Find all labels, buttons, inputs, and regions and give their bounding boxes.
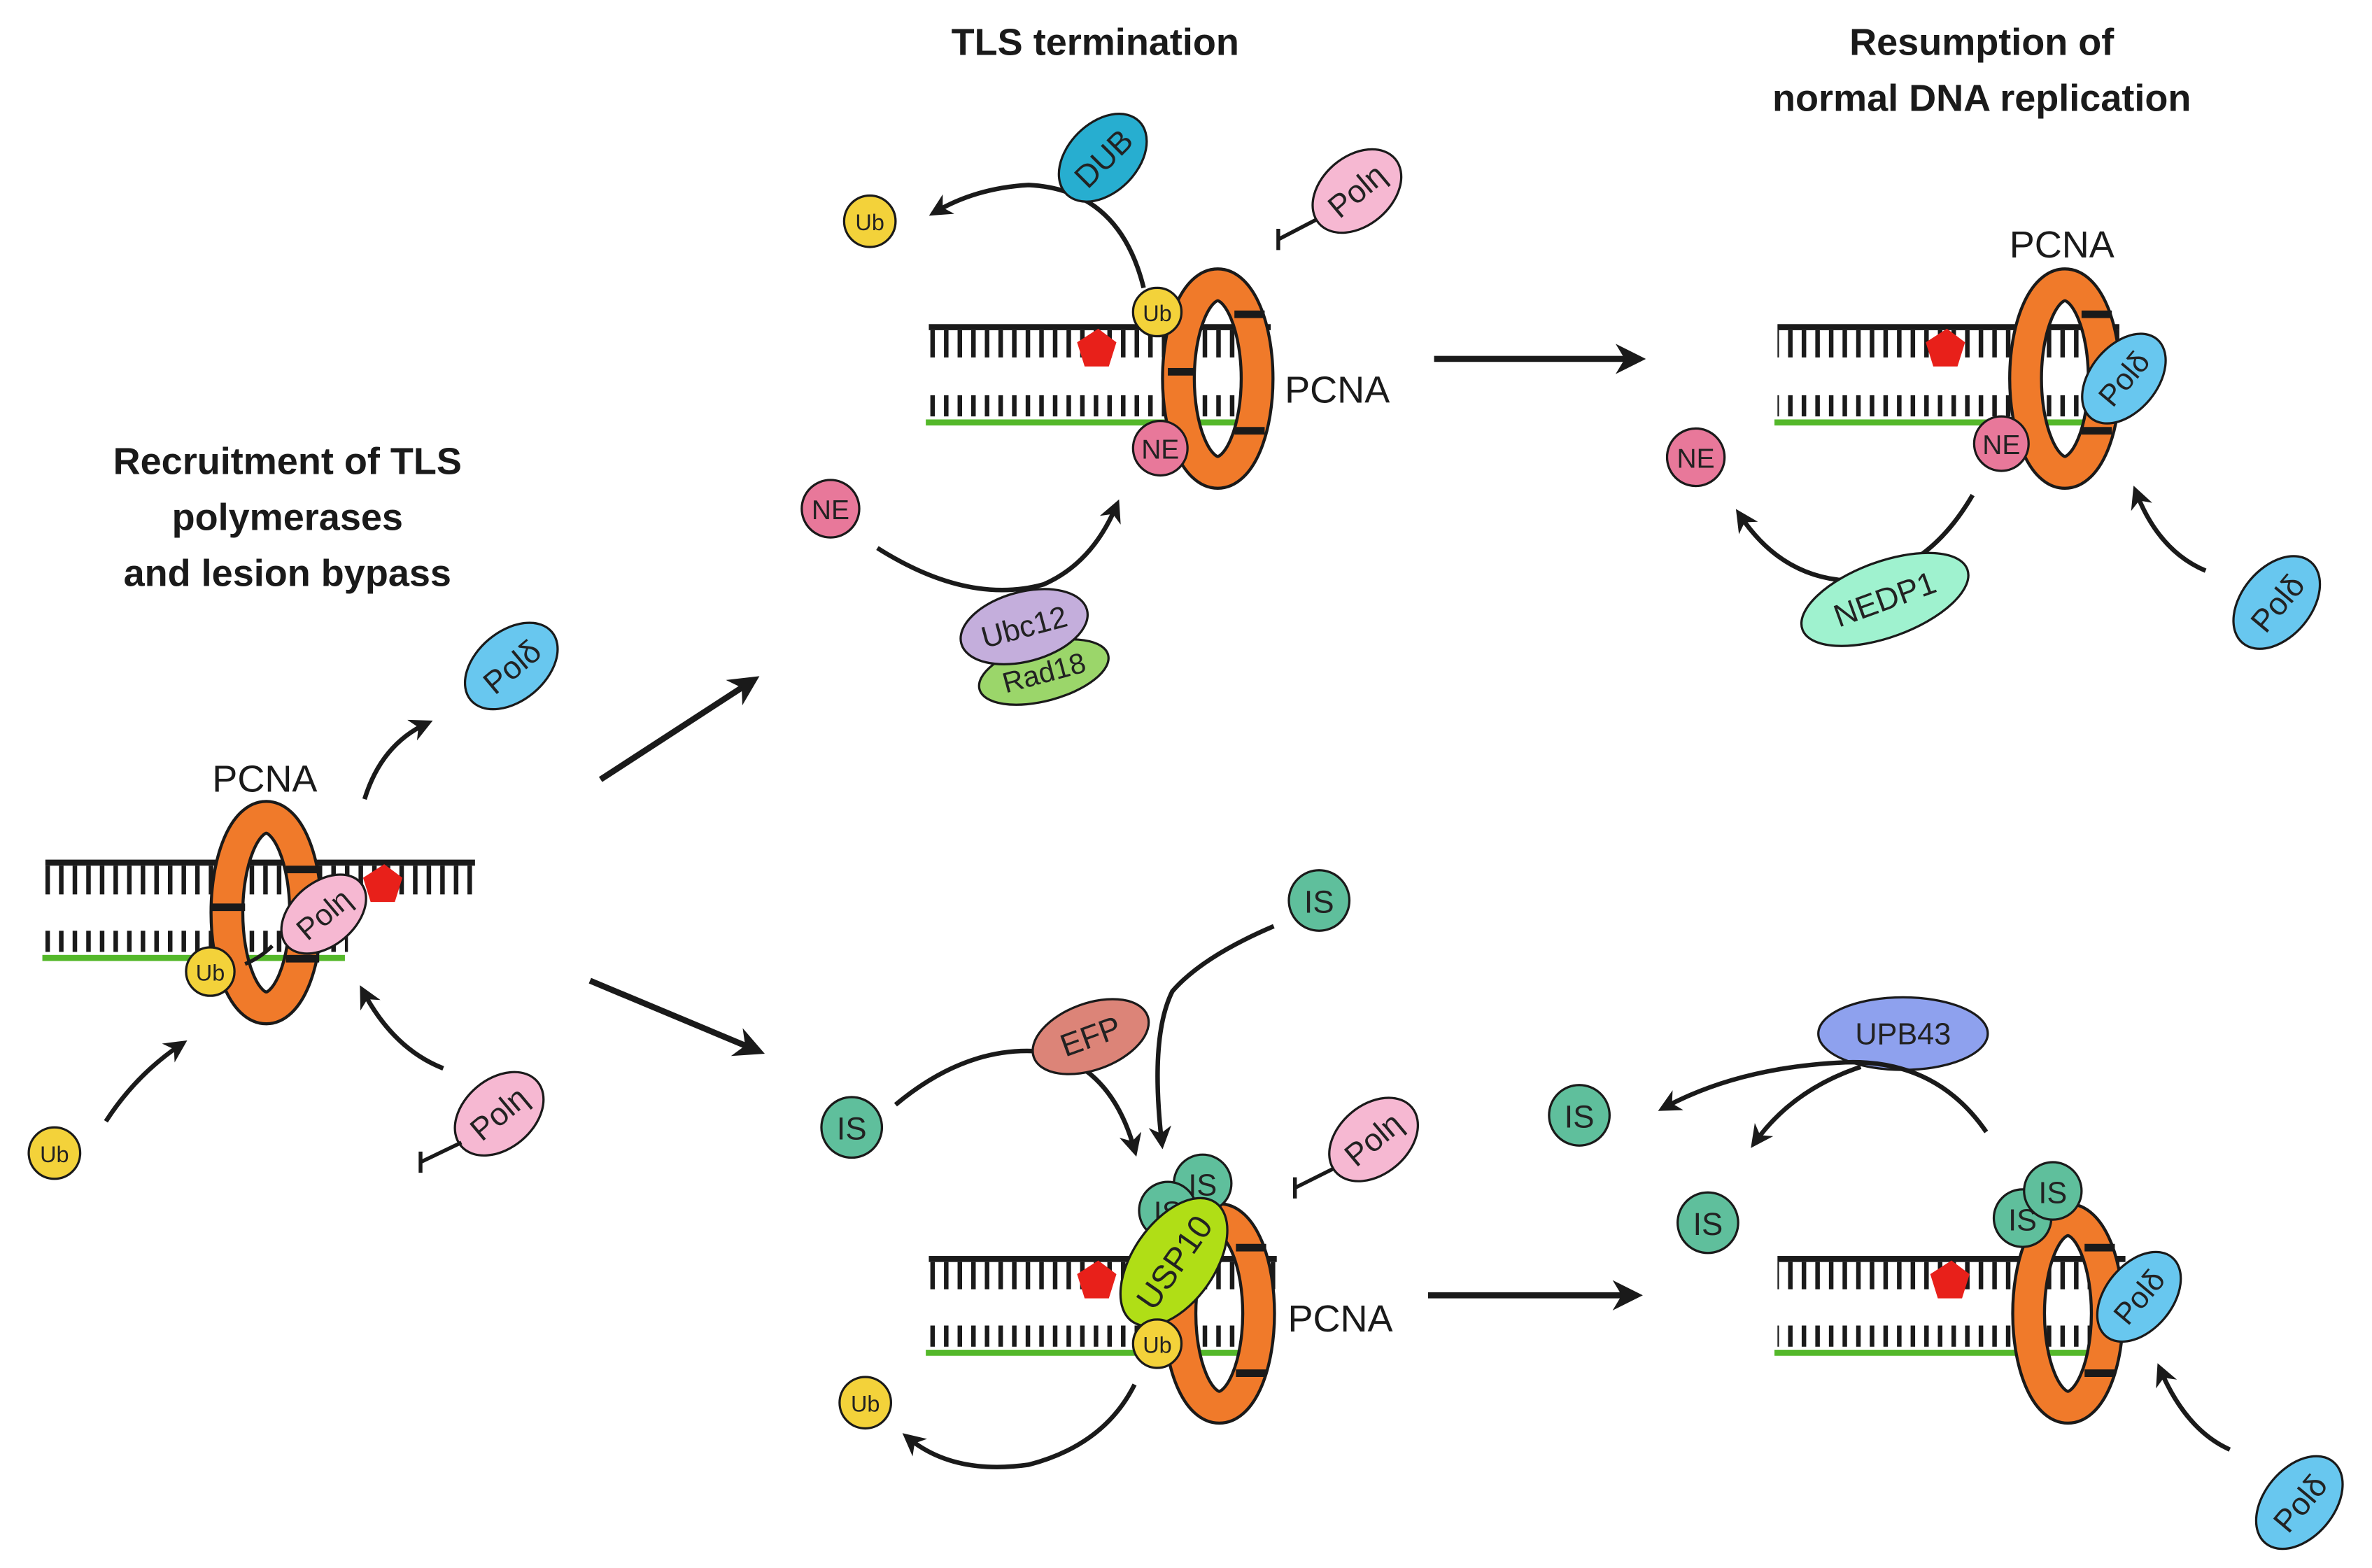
- pol-eta-incoming-tether: [418, 1140, 463, 1173]
- svg-text:Ub: Ub: [1143, 1332, 1171, 1357]
- dna-lesion: [1930, 1260, 1970, 1299]
- pol-eta-released-tether: [1276, 218, 1318, 250]
- pol-delta-incoming: Polδ: [2254, 1455, 2344, 1551]
- arrow-ub-release: [902, 1383, 1137, 1469]
- heading-resumption-line-1: Resumption of: [1849, 21, 2115, 63]
- arrow-pol-delta-recruitment: [2156, 1363, 2231, 1452]
- heading-tls-termination: TLS termination: [952, 21, 1239, 63]
- ubc12-enzyme: Ubc12: [959, 588, 1089, 665]
- heading-recruitment-line-2: polymerases: [172, 496, 403, 538]
- is-released: IS: [1548, 1084, 1611, 1147]
- panel-resumption-denedylation: PCNA Polδ NE NE NEDP1: [1665, 224, 2322, 650]
- pol-delta-released: Polδ: [463, 621, 559, 711]
- arrow-pol-delta-release: [362, 719, 433, 800]
- ub-free: Ub: [27, 1126, 82, 1180]
- is-released: IS: [1676, 1191, 1739, 1255]
- svg-text:NE: NE: [1141, 435, 1179, 465]
- svg-text:IS: IS: [837, 1111, 867, 1147]
- ub-on-pcna: Ub: [1131, 286, 1183, 338]
- svg-text:NE: NE: [1677, 444, 1715, 474]
- pol-delta-incoming: Polδ: [2232, 555, 2322, 650]
- ub-released: Ub: [838, 1376, 893, 1430]
- pcna-label: PCNA: [212, 758, 317, 800]
- pol-eta-tether: [244, 944, 274, 966]
- dna-duplex: [42, 859, 475, 961]
- svg-text:Ub: Ub: [196, 961, 225, 986]
- svg-text:IS: IS: [1693, 1206, 1723, 1242]
- panel-recruitment: PCNA Polη Ub Polδ Ub Polη: [27, 621, 559, 1180]
- dna-lesion: [1077, 1260, 1117, 1299]
- heading-recruitment-line-3: and lesion bypass: [124, 552, 451, 594]
- pol-eta-released-tether: [1292, 1166, 1336, 1199]
- svg-text:IS: IS: [1565, 1099, 1595, 1134]
- dna-lesion: [1077, 328, 1117, 367]
- ne-free: NE: [800, 479, 861, 539]
- pol-eta-released: Polη: [1311, 148, 1403, 234]
- dna-lesion: [1926, 328, 1965, 367]
- pol-delta-bound: Polδ: [2081, 332, 2167, 425]
- heading-recruitment-line-1: Recruitment of TLS: [113, 440, 462, 482]
- svg-text:UPB43: UPB43: [1855, 1017, 1951, 1051]
- ne-released: NE: [1665, 427, 1726, 488]
- arrow-to-neddylation-branch: [598, 676, 760, 782]
- ub-released: Ub: [842, 194, 897, 248]
- pol-eta-incoming: Polη: [453, 1071, 545, 1157]
- is-free: IS: [1287, 869, 1351, 932]
- dna-lesion: [362, 864, 403, 903]
- arrow-deisgylation-outer: [1658, 1059, 1989, 1133]
- heading-resumption-line-2: normal DNA replication: [1772, 77, 2191, 119]
- template-strand: [926, 419, 1247, 426]
- arrow-is-to-pcna-right: [1148, 924, 1275, 1150]
- svg-text:IS: IS: [1304, 884, 1334, 919]
- svg-text:Ub: Ub: [40, 1142, 69, 1167]
- ub-on-pcna: Ub: [185, 946, 236, 997]
- panel-termination-neddylation: PCNA Ub NE DUB Ub Polη NE Rad: [800, 113, 1403, 706]
- svg-text:NE: NE: [1982, 430, 2020, 460]
- ne-on-pcna: NE: [1972, 415, 2030, 472]
- arrow-ub-conjugation: [104, 1040, 188, 1123]
- template-strand: [1774, 1350, 2096, 1356]
- panel-resumption-deisgylation: UPB43 IS IS IS IS: [1548, 996, 2344, 1551]
- template-strand: [926, 1350, 1247, 1356]
- arrow-pol-eta-recruitment: [360, 985, 444, 1071]
- is-on-pcna: IS: [2023, 1161, 2083, 1221]
- svg-text:Ub: Ub: [1143, 301, 1171, 326]
- pol-eta-released: Polη: [1328, 1096, 1420, 1182]
- ne-on-pcna: NE: [1131, 420, 1189, 477]
- pcna-label: PCNA: [1287, 1298, 1392, 1340]
- pol-delta-bound: Polδ: [2096, 1250, 2182, 1343]
- pcna-label: PCNA: [2010, 224, 2115, 266]
- ub-on-pcna: Ub: [1131, 1318, 1183, 1369]
- svg-text:Ub: Ub: [855, 210, 884, 235]
- pcna-label: PCNA: [1285, 369, 1390, 411]
- dub-enzyme: DUB: [1057, 113, 1148, 203]
- is-free: IS: [820, 1096, 884, 1159]
- nedp1-enzyme: NEDP1: [1800, 551, 1970, 647]
- panel-termination-isgylation: IS IS EFP PCNA IS: [820, 869, 1420, 1469]
- upb43-enzyme: UPB43: [1817, 996, 1989, 1071]
- arrow-deubiquitination: [929, 183, 1146, 289]
- arrow-to-isgylation-branch: [588, 977, 765, 1057]
- pol-eta-bound: Polη: [280, 873, 367, 955]
- arrow-deisgylation-inner: [1751, 1064, 1862, 1148]
- svg-text:IS: IS: [2038, 1176, 2067, 1210]
- pcna-ring: [1161, 267, 1275, 490]
- arrow-pol-delta-recruitment: [2131, 486, 2207, 573]
- svg-text:NE: NE: [812, 495, 849, 525]
- svg-text:Ub: Ub: [851, 1392, 880, 1417]
- template-strand: [1774, 419, 2096, 426]
- arrow-neddylation: [876, 499, 1121, 593]
- efp-enzyme: EFP: [1031, 998, 1150, 1075]
